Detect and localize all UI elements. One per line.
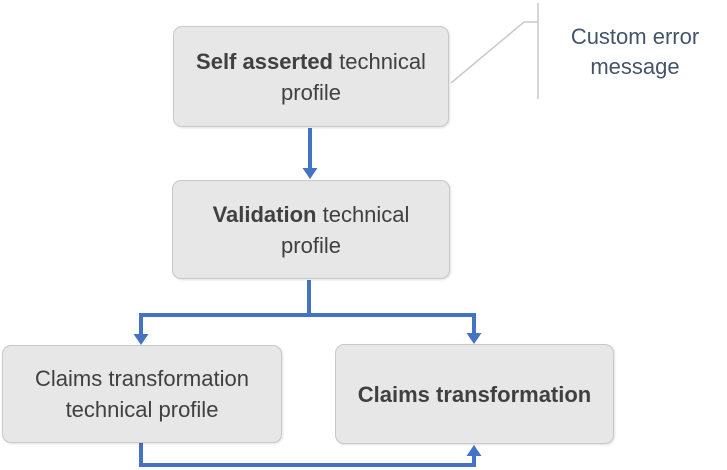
box-label-line: profile bbox=[174, 77, 448, 108]
box-claims-transformation-technical-profile: Claims transformation technical profile bbox=[2, 345, 282, 443]
box-label-line: Validation technical bbox=[173, 199, 449, 230]
box-label: Claims transformation technical profile bbox=[3, 363, 281, 425]
arrow-self-to-validation-head bbox=[302, 168, 318, 179]
box-label-segment: profile bbox=[281, 79, 341, 105]
callout-text: Custom error message bbox=[570, 24, 700, 79]
box-claims-transformation: Claims transformation bbox=[335, 344, 614, 444]
callout-leader-line bbox=[450, 21, 538, 84]
arrow-claimstp-to-claims-head bbox=[466, 445, 482, 456]
box-label-segment: profile bbox=[281, 232, 341, 258]
box-label-line: Claims transformation bbox=[3, 363, 281, 394]
arrow-claimstp-to-claims bbox=[139, 443, 476, 467]
box-label-line: Self asserted technical bbox=[174, 46, 448, 77]
box-label-segment: technical bbox=[333, 48, 426, 74]
box-label-line: profile bbox=[173, 230, 449, 261]
box-label-segment: Validation bbox=[212, 201, 317, 227]
box-label-segment: Claims transformation bbox=[357, 381, 592, 407]
box-label-segment: Self asserted bbox=[196, 48, 333, 74]
box-label-segment: technical bbox=[316, 201, 410, 227]
box-label: Claims transformation bbox=[336, 379, 613, 410]
box-label-segment: technical profile bbox=[65, 397, 219, 422]
arrow-branch-left-head bbox=[133, 334, 149, 345]
arrow-branch-right-head bbox=[466, 333, 482, 344]
box-label-line: technical profile bbox=[3, 394, 281, 425]
box-label-line: Claims transformation bbox=[336, 379, 613, 410]
box-label-segment: Claims transformation bbox=[35, 366, 249, 391]
